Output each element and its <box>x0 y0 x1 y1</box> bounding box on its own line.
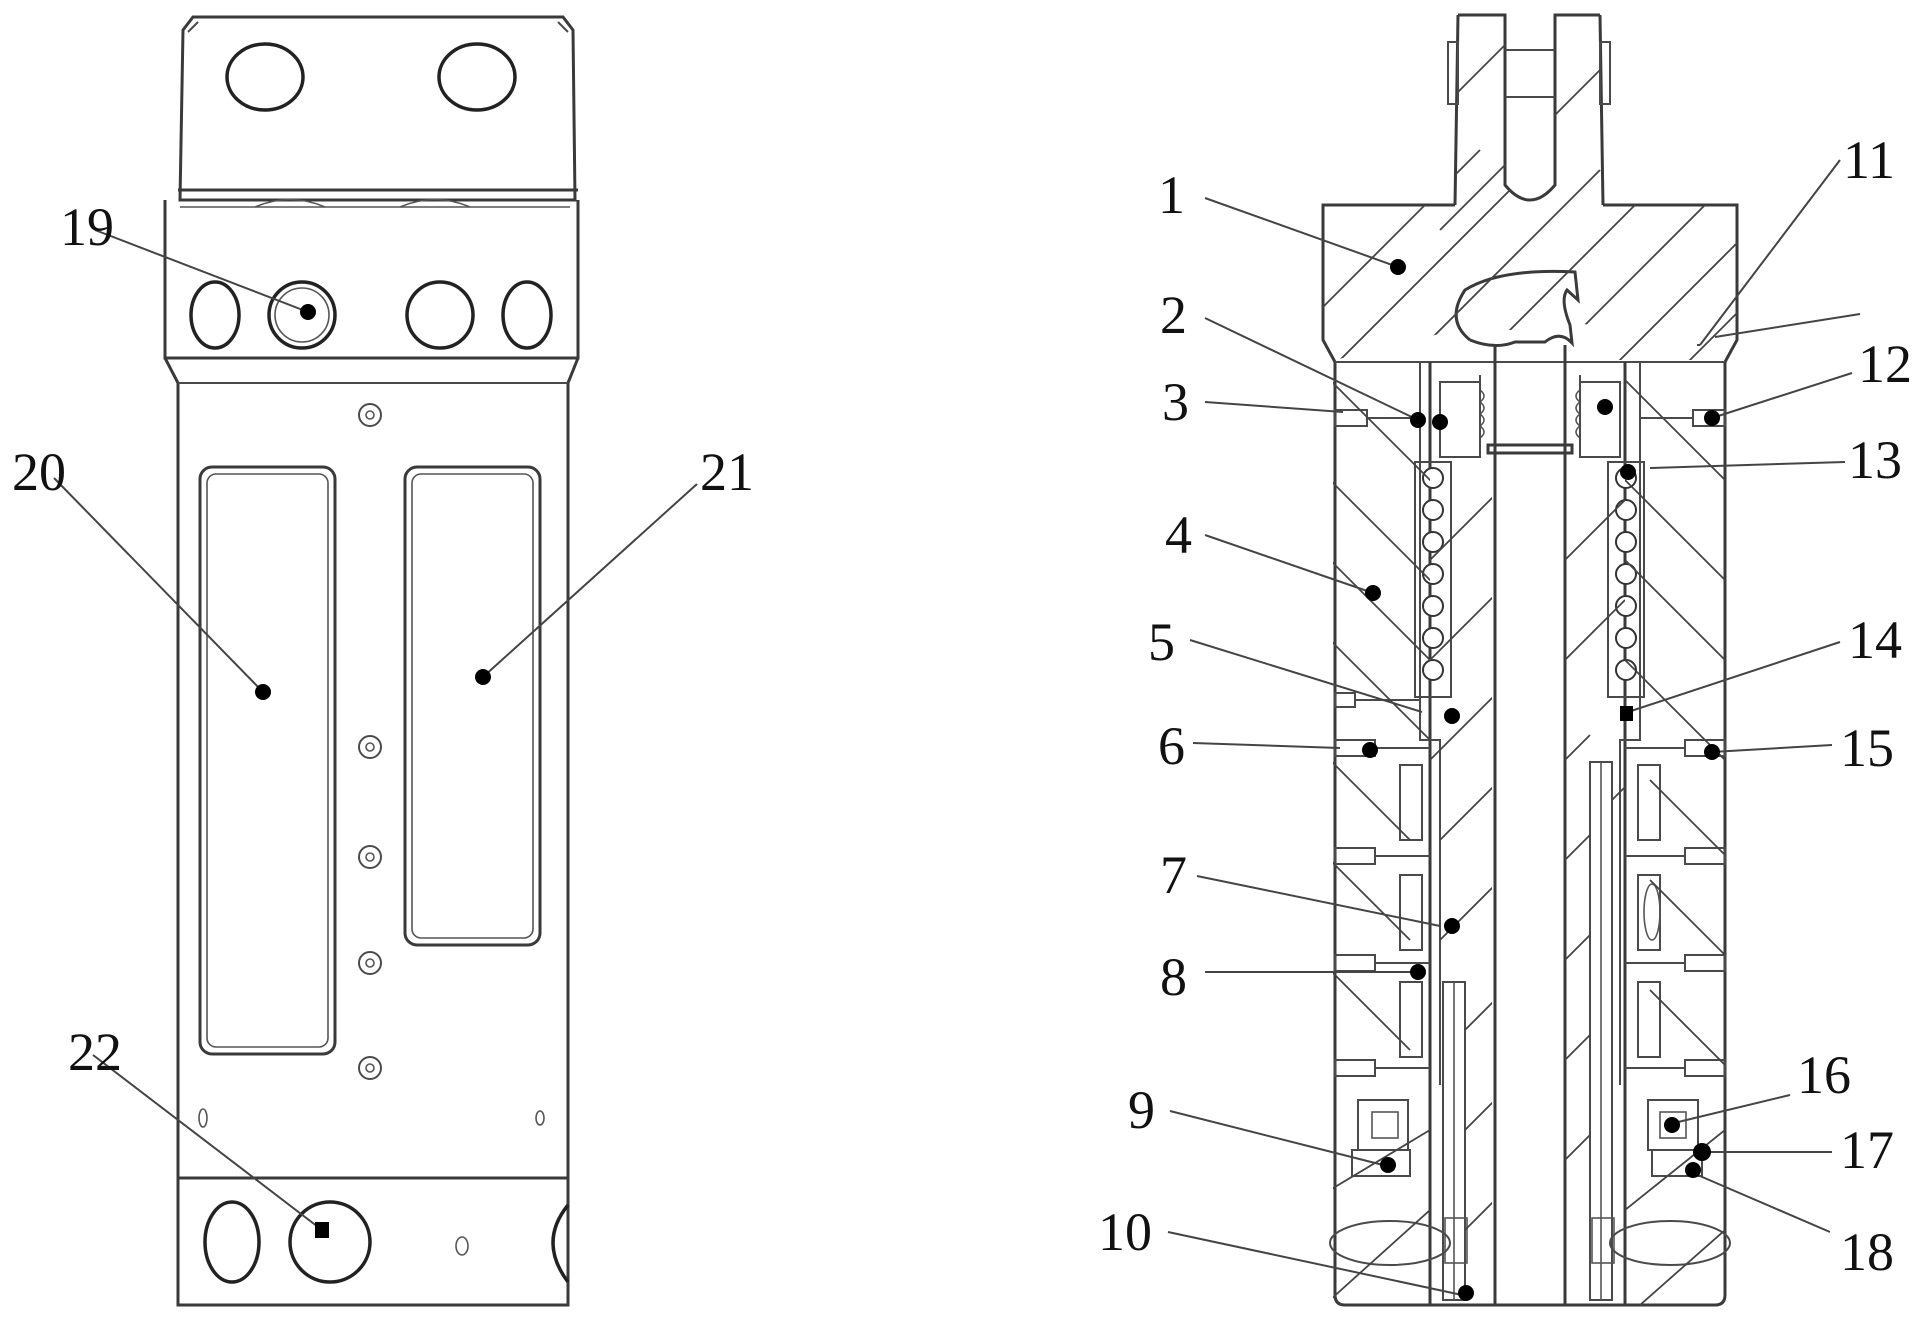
nut-fittings <box>358 403 382 1080</box>
hatch-right-wall <box>1625 379 1725 1305</box>
marker-20 <box>255 684 271 700</box>
label-19: 19 <box>60 197 114 257</box>
label-17: 17 <box>1840 1120 1894 1180</box>
window-slot-21-inner <box>411 473 534 939</box>
marker-3 <box>1432 414 1448 430</box>
port-hole-1 <box>189 280 241 350</box>
label-15: 15 <box>1840 718 1894 778</box>
top-cap <box>178 15 577 202</box>
hatch-head <box>1323 15 1737 360</box>
window-slot-20-inner <box>206 473 329 1048</box>
inner-sleeve <box>1428 362 1627 1305</box>
label-5: 5 <box>1148 612 1175 672</box>
marker-2 <box>1410 412 1426 428</box>
marker-4 <box>1365 585 1381 601</box>
window-slot-21 <box>403 465 542 947</box>
label-12: 12 <box>1858 334 1912 394</box>
port-hole-2 <box>267 280 337 350</box>
left-view-external <box>163 15 580 1307</box>
marker-16 <box>1664 1117 1680 1133</box>
marker-21 <box>475 669 491 685</box>
radial-ports-right <box>1625 409 1726 1177</box>
hatch-left-core <box>1430 494 1492 1231</box>
head-block-right <box>1603 203 1739 363</box>
marker-14 <box>1620 706 1633 721</box>
lower-hole-edge <box>551 1203 570 1284</box>
clevis <box>1458 13 1600 202</box>
cap-notches <box>254 198 471 208</box>
bearing-stack-left <box>1414 461 1452 698</box>
cap-chamfer <box>187 21 569 33</box>
head-block-left <box>1321 203 1455 363</box>
chamber-right <box>1609 1220 1731 1266</box>
label-1: 1 <box>1158 165 1185 225</box>
label-16: 16 <box>1797 1045 1851 1105</box>
right-view-section <box>1321 13 1739 1307</box>
hatch-right-core <box>1564 499 1625 1161</box>
marker-1 <box>1390 259 1406 275</box>
window-slot-20 <box>198 465 337 1056</box>
label-18: 18 <box>1840 1222 1894 1282</box>
label-13: 13 <box>1848 430 1902 490</box>
cap-hole-right <box>437 42 517 112</box>
marker-17 <box>1693 1143 1711 1161</box>
marker-15 <box>1704 744 1720 760</box>
gland-right <box>1579 381 1621 458</box>
port-band <box>163 200 580 360</box>
port-hole-4 <box>501 280 553 350</box>
label-2: 2 <box>1160 285 1187 345</box>
marker-18 <box>1685 1162 1701 1178</box>
shaft-stop <box>1486 443 1574 455</box>
clevis-bush-right <box>1599 41 1611 105</box>
outer-tube <box>1333 362 1727 1307</box>
marker-11 <box>1597 399 1613 415</box>
lower-pin <box>455 1236 469 1256</box>
port-hole-3 <box>405 280 475 350</box>
lower-hole-1 <box>203 1200 261 1284</box>
label-4: 4 <box>1165 505 1192 565</box>
label-6: 6 <box>1158 716 1185 776</box>
marker-10 <box>1458 1285 1474 1301</box>
clevis-bush-left <box>1447 41 1459 105</box>
cap-hole-left <box>225 42 305 112</box>
label-20: 20 <box>12 442 66 502</box>
marker-8 <box>1410 964 1426 980</box>
label-22: 22 <box>68 1022 122 1082</box>
head-cavity <box>1454 269 1580 348</box>
main-body <box>163 357 580 1307</box>
left-view-leaders <box>53 229 698 1238</box>
marker-9 <box>1380 1157 1396 1173</box>
marker-13 <box>1620 464 1636 480</box>
hatch-left-wall <box>1333 379 1430 1301</box>
marker-7 <box>1444 918 1460 934</box>
radial-ports-left <box>1334 409 1430 1177</box>
label-9: 9 <box>1128 1080 1155 1140</box>
small-pin-left <box>198 1108 208 1128</box>
label-3: 3 <box>1162 372 1189 432</box>
label-8: 8 <box>1160 947 1187 1007</box>
small-pin-right <box>535 1110 545 1126</box>
label-14: 14 <box>1848 610 1902 670</box>
marker-6 <box>1362 742 1378 758</box>
label-7: 7 <box>1160 845 1187 905</box>
central-shaft <box>1493 345 1567 1305</box>
port-hole-2-inner <box>274 287 330 343</box>
lower-hole-2 <box>288 1200 372 1284</box>
chamber-left <box>1329 1220 1451 1266</box>
marker-12 <box>1704 410 1720 426</box>
marker-22 <box>315 1222 329 1238</box>
label-21: 21 <box>700 442 754 502</box>
label-11: 11 <box>1843 130 1895 190</box>
marker-5 <box>1444 708 1460 724</box>
label-10: 10 <box>1098 1202 1152 1262</box>
marker-19 <box>300 304 316 320</box>
right-view-leaders <box>1167 159 1861 1301</box>
